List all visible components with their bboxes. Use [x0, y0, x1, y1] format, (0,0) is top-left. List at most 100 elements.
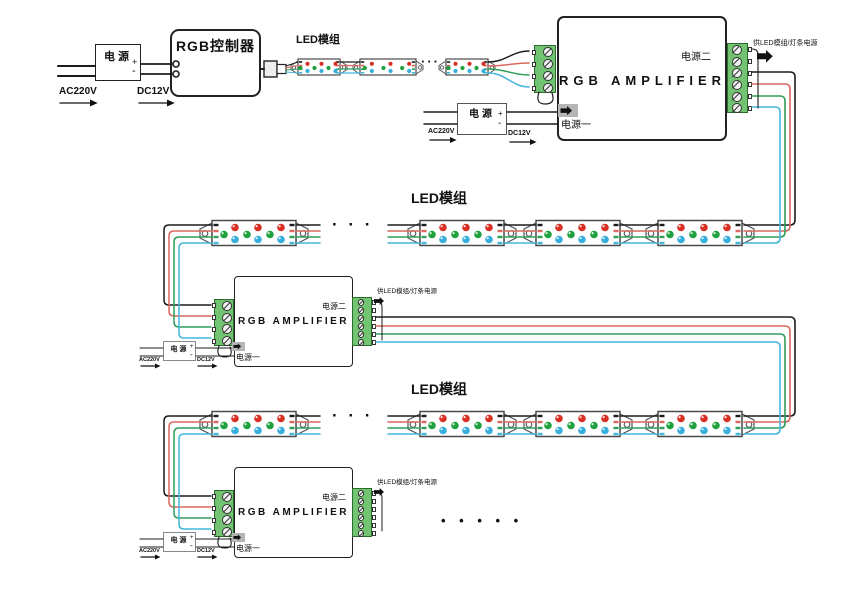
power-supply-label: 电源 [469, 109, 495, 120]
power-input2-label-amp3: 电源二 [322, 493, 346, 502]
power-input1-label-amp2: 电源一 [236, 353, 260, 362]
power-supply-label: 电源 [104, 51, 132, 63]
terminal-block-amp1-output [727, 43, 752, 114]
screw-terminal [543, 47, 553, 57]
wire-pin [211, 517, 216, 523]
screw-terminal [357, 314, 365, 322]
screw-terminal [222, 336, 232, 347]
screw-terminal [731, 56, 742, 67]
screw-terminal [731, 91, 742, 102]
wire-pin [211, 338, 216, 344]
led-module [198, 219, 310, 247]
wire-pin [371, 531, 376, 537]
power-in-arrow-icon [232, 533, 245, 542]
wire-pin [531, 61, 536, 67]
plus-terminal-label: + [190, 535, 194, 541]
minus-terminal-label: - [190, 350, 193, 359]
screw-terminal [357, 331, 365, 339]
ac220v-label-2: AC220V [428, 128, 455, 135]
screw-terminal [222, 324, 232, 335]
led-strip-module [438, 58, 496, 76]
ac220v-label-top: AC220V [59, 86, 97, 97]
ac220v-label-4: AC220V [139, 548, 160, 554]
screw-terminal [357, 306, 365, 314]
mounting-hole [439, 65, 445, 70]
strip-ellipsis-top: ··· [421, 54, 440, 69]
wire-pin [371, 340, 376, 346]
led-module [406, 219, 518, 247]
led-module [644, 219, 756, 247]
led-module [644, 410, 756, 438]
screw-terminal [222, 312, 232, 323]
power-supply-box-3: 电源 + - [163, 341, 196, 361]
plus-terminal-label: + [498, 109, 503, 118]
dc12v-label-4: DC12V [197, 548, 215, 554]
screw-terminal [222, 300, 232, 311]
wire-pin [371, 307, 376, 313]
screw-terminal [731, 68, 742, 79]
screw-terminal [357, 339, 365, 347]
power-input1-label-amp3: 电源一 [236, 544, 260, 553]
wire-pin [371, 498, 376, 504]
screw-terminal [731, 103, 742, 114]
wire-pin [371, 315, 376, 321]
wire-pin [747, 105, 752, 111]
wire-pin [211, 494, 216, 500]
continuation-dots: • • • • • [441, 513, 524, 528]
wire-pin [211, 529, 216, 535]
wire-pin [211, 326, 216, 332]
controller-terminals [172, 60, 180, 78]
screw-terminal [731, 44, 742, 55]
led-feed-label-bot: 供LED模组/灯条电源 [377, 479, 437, 486]
led-module-label-mid: LED模组 [411, 190, 467, 206]
feed-arrow-icon [757, 50, 773, 63]
wire-pin [371, 515, 376, 521]
power-supply-label: 电源 [170, 537, 189, 544]
led-strip-module [352, 58, 424, 76]
led-module [406, 410, 518, 438]
power-input1-label-amp1: 电源一 [561, 120, 591, 131]
rgb-amplifier-2-box: RGB AMPLIFIER [234, 276, 353, 367]
screw-terminal [222, 503, 232, 514]
wire-pin [211, 506, 216, 512]
row-ellipsis-mid: · · · [332, 215, 374, 234]
wire-pin [531, 85, 536, 91]
rgb-controller-label: RGB控制器 [175, 38, 256, 54]
screw-terminal [222, 515, 232, 526]
plus-terminal-label: + [190, 344, 194, 350]
screw-terminal [357, 530, 365, 538]
row-ellipsis-bot: · · · [332, 406, 374, 425]
dc12v-label-top: DC12V [137, 86, 170, 97]
power-supply-box-1: 电源 + - [95, 44, 141, 81]
screw-terminal [357, 497, 365, 505]
screw-terminal [543, 59, 553, 69]
led-module-label-top: LED模组 [296, 34, 340, 46]
wire-pin [211, 303, 216, 309]
rgb-controller-box: RGB控制器 [170, 29, 261, 97]
wire-pin [747, 59, 752, 64]
wire-pin [211, 315, 216, 321]
terminal-block-amp2-output [352, 297, 376, 347]
screw-terminal [357, 298, 365, 306]
wire-pin [531, 49, 536, 55]
wire-pin [531, 73, 536, 79]
wire-pin [747, 82, 752, 88]
wire-pin [371, 332, 376, 338]
minus-terminal-label: - [190, 541, 193, 550]
rgb-amplifier-label: RGB AMPLIFIER [237, 507, 349, 518]
screw-terminal [357, 323, 365, 331]
wire-pin [371, 324, 376, 330]
terminal-block-amp3-output [352, 488, 376, 538]
screw-terminal [357, 514, 365, 522]
terminal-block-amp1-input [531, 45, 556, 93]
terminal-block-amp2-input [211, 299, 234, 347]
power-supply-box-2: 电源 + - [457, 103, 507, 135]
power-input2-label-amp2: 电源二 [322, 302, 346, 311]
led-module-label-bot: LED模组 [411, 381, 467, 397]
rgb-amplifier-label: RGB AMPLIFIER [237, 316, 349, 327]
power-in-arrow-icon [558, 104, 578, 117]
rgb-amplifier-label: RGB AMPLIFIER [559, 73, 727, 88]
dc12v-label-2: DC12V [508, 130, 531, 137]
